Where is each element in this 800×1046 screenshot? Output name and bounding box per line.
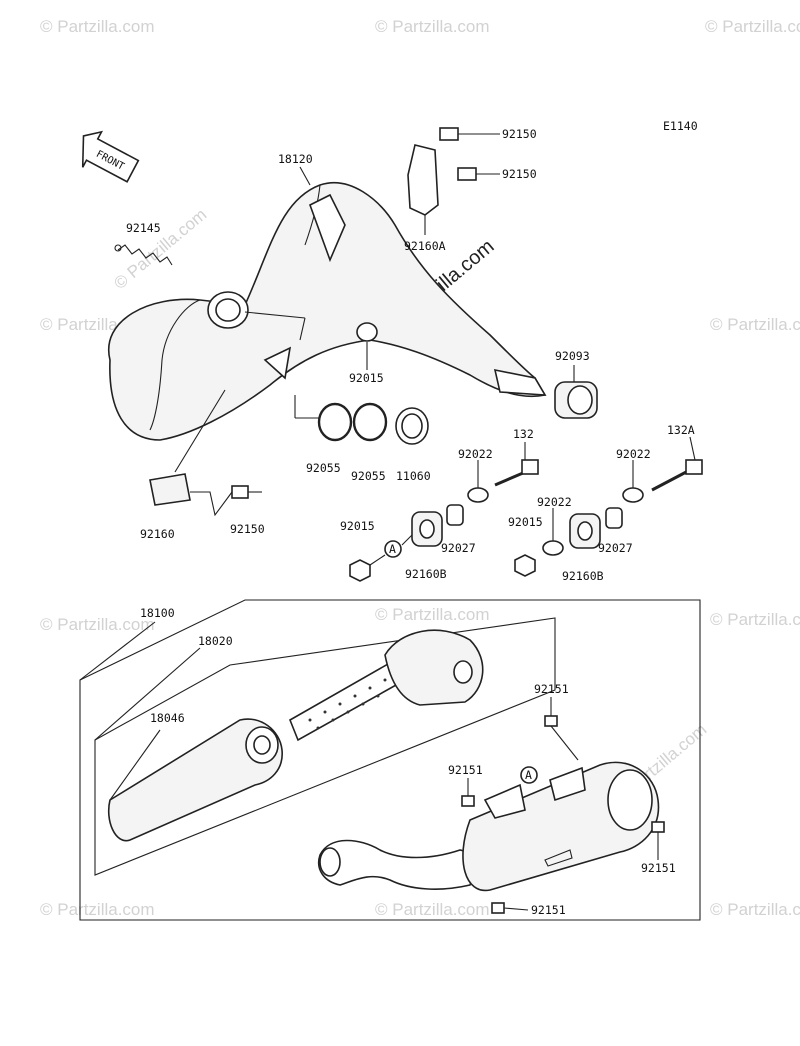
washer-92022-c — [622, 487, 644, 503]
callout-a-marker: A — [384, 540, 402, 558]
bolt-92151-right — [651, 821, 665, 833]
watermark: © Partzilla.com — [40, 17, 155, 36]
collar-92027-a — [446, 504, 464, 526]
grommet-92093 — [554, 381, 598, 419]
bolt-92151-bottom — [491, 902, 505, 914]
label-92015-left: 92015 — [340, 519, 375, 533]
assembly-box-18020 — [94, 617, 556, 876]
watermark: © Partzilla.com — [375, 17, 490, 36]
expansion-chamber — [107, 182, 547, 441]
svg-text:A: A — [525, 768, 532, 782]
watermark: © Partzilla.com — [705, 17, 800, 36]
label-18120: 18120 — [278, 152, 313, 166]
assembly-box-18100 — [79, 599, 701, 921]
label-92160b-b: 92160B — [562, 569, 604, 583]
part-labels: 92150 92150 18120 92145 92160A 92015 920… — [126, 127, 695, 917]
label-92151-right: 92151 — [641, 861, 676, 875]
bolt-132 — [494, 459, 539, 487]
o-ring-92055-b — [352, 402, 388, 442]
label-132: 132 — [513, 427, 534, 441]
label-92160a: 92160A — [404, 239, 446, 253]
watermark: © Partzilla.com — [710, 315, 800, 334]
label-92145: 92145 — [126, 221, 161, 235]
collar-92027-b — [605, 507, 623, 529]
label-92151-top: 92151 — [534, 682, 569, 696]
svg-text:A: A — [389, 542, 396, 556]
label-92093: 92093 — [555, 349, 590, 363]
watermark: © Partzilla.com — [710, 900, 800, 919]
o-ring-92055-a — [317, 402, 353, 442]
label-92027-b: 92027 — [598, 541, 633, 555]
bolt-92151-top — [544, 715, 558, 727]
washer-92022-b — [542, 540, 564, 556]
bracket-92160a — [407, 144, 439, 216]
nut-92015-right — [514, 554, 536, 577]
grommet-92160b-a — [411, 511, 443, 547]
inner-pipe-18020 — [288, 629, 484, 742]
label-18100: 18100 — [140, 606, 175, 620]
spring-part — [114, 244, 173, 266]
label-92015-upper: 92015 — [349, 371, 384, 385]
bolt-92150-mid — [457, 167, 500, 181]
grommet-92160b-b — [569, 513, 601, 549]
label-92150-low: 92150 — [230, 522, 265, 536]
bolt-132a — [651, 459, 703, 492]
label-132a: 132A — [667, 423, 695, 437]
callout-a-silencer: A — [520, 766, 538, 784]
watermark: © Partzilla.com — [40, 900, 155, 919]
label-92160: 92160 — [140, 527, 175, 541]
label-92027-a: 92027 — [441, 541, 476, 555]
label-18046: 18046 — [150, 711, 185, 725]
watermark: © Partzilla.com — [375, 605, 490, 624]
front-arrow-icon: FRONT — [81, 130, 140, 183]
label-92022-b: 92022 — [537, 495, 572, 509]
watermark: © Partzilla.com — [110, 205, 210, 293]
watermark: © Partzilla.com — [40, 615, 155, 634]
label-92151-left: 92151 — [448, 763, 483, 777]
washer-92022-a — [467, 487, 489, 503]
label-18020: 18020 — [198, 634, 233, 648]
label-92151-bottom: 92151 — [531, 903, 566, 917]
diagram-code: E1140 — [663, 119, 698, 133]
label-92022-a: 92022 — [458, 447, 493, 461]
watermark: © Partzilla.com — [710, 610, 800, 629]
label-92022-c: 92022 — [616, 447, 651, 461]
watermark: © Partzilla.com — [375, 900, 490, 919]
label-11060: 11060 — [396, 469, 431, 483]
label-92150-top: 92150 — [502, 127, 537, 141]
bracket-92160 — [149, 473, 191, 506]
bolt-92150-low — [231, 485, 262, 499]
label-92055-b: 92055 — [351, 469, 386, 483]
bolt-92151-left — [461, 795, 475, 807]
bolt-92150-top — [439, 127, 500, 141]
label-92150-mid: 92150 — [502, 167, 537, 181]
leader-lines — [79, 166, 696, 911]
label-92015-right: 92015 — [508, 515, 543, 529]
label-92055-a: 92055 — [306, 461, 341, 475]
nut-92015-left — [349, 559, 371, 582]
label-92160b-a: 92160B — [405, 567, 447, 581]
nut-92015-upper — [356, 322, 378, 342]
packing-18046 — [108, 718, 283, 842]
silencer-body — [318, 761, 660, 892]
